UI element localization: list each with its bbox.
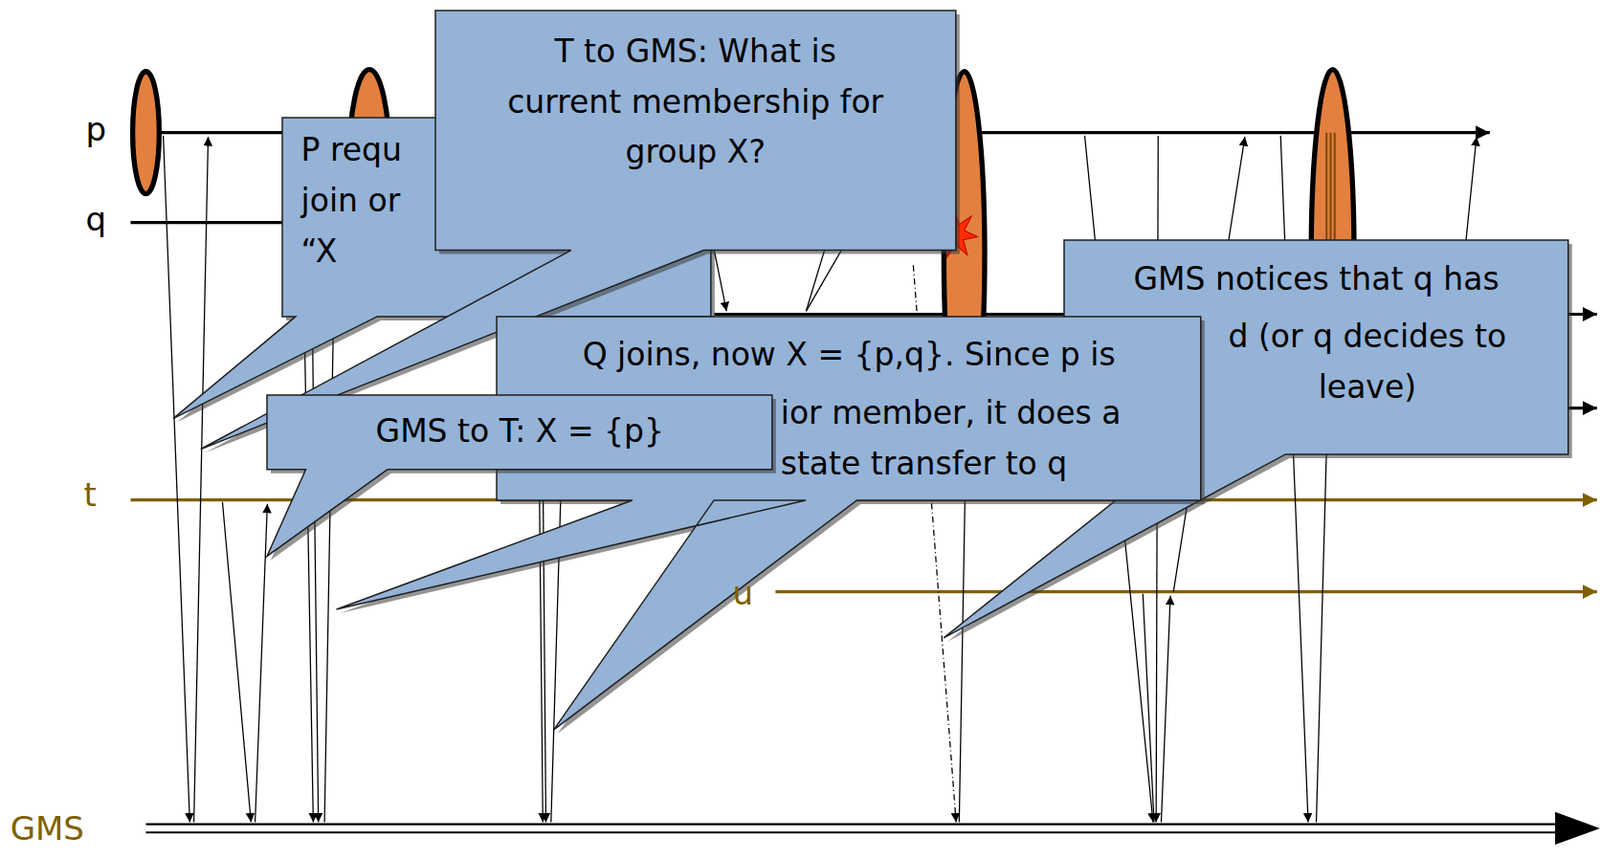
process-label-slot: p (86, 110, 108, 150)
text-slot: Q joins, now X = {p,q}. Since p is (517, 330, 1181, 381)
callout-text: ior member, it does a state transfer to … (780, 388, 1155, 490)
process-label: q (86, 200, 108, 240)
text-slot: T to GMS: What is current membership for… (498, 26, 892, 178)
callout-box: T to GMS: What is current membership for… (435, 10, 956, 251)
process-label: u (733, 574, 755, 614)
text-slot: GMS to T: X = {p} (282, 406, 757, 458)
callout-outline (266, 395, 773, 556)
callout-text: GMS to T: X = {p} (282, 406, 757, 458)
text-slot: ior member, it does a state transfer to … (780, 388, 1155, 490)
callout-text: T to GMS: What is current membership for… (498, 26, 892, 178)
process-label-slot: t (83, 475, 96, 515)
callout-text: Q joins, now X = {p,q}. Since p is (517, 330, 1181, 381)
callout-outline (336, 316, 1201, 731)
process-label: t (83, 475, 96, 515)
process-label-slot: q (86, 200, 108, 240)
process-label-slot: u (733, 574, 755, 614)
callout-text: d (or q decides to leave) (1214, 311, 1521, 414)
process-label: GMS (10, 809, 85, 849)
text-slot: GMS notices that q has (1084, 254, 1548, 306)
callout-text: P requ join or “X (301, 125, 426, 277)
process-label-slot: GMS (10, 809, 85, 849)
callout-box: GMS to T: X = {p} (266, 395, 773, 470)
process-label: p (86, 110, 108, 150)
callout-text: GMS notices that q has (1084, 254, 1548, 306)
text-slot: d (or q decides to leave) (1214, 311, 1521, 414)
text-slot: P requ join or “X (301, 125, 426, 277)
